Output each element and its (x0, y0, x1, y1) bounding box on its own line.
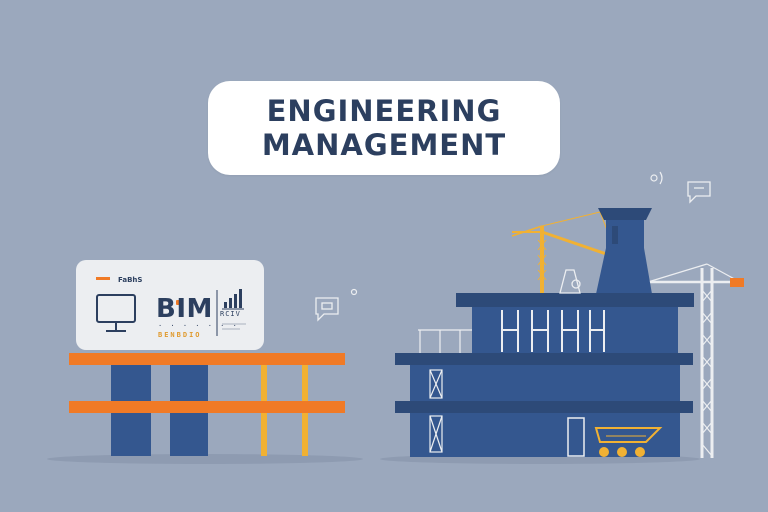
title-line-management: MANAGEMENT (261, 128, 507, 162)
orange-beam (69, 353, 345, 365)
title-line-engineering: ENGINEERING (266, 94, 502, 128)
bar-chart-icon (224, 289, 242, 308)
text-lines-icon (222, 323, 246, 330)
orange-beam (69, 401, 345, 413)
ground-shadow-left (47, 454, 363, 464)
sign-subtitle-2: BENBDIO (158, 331, 202, 339)
sign-artwork (96, 277, 246, 336)
monitor-icon (96, 294, 136, 332)
bim-sign (76, 260, 264, 350)
sign-brand: BIM (156, 294, 213, 324)
speech-bubble-icon (315, 297, 339, 322)
crane-icon (647, 263, 744, 458)
speech-bubble-icon (687, 181, 711, 204)
sign-code: RCIV (220, 310, 241, 318)
title-card: ENGINEERING MANAGEMENT (208, 81, 560, 175)
orange-dash-icon (96, 277, 110, 280)
building-icon (395, 208, 694, 457)
bim-accent (176, 300, 181, 305)
sign-small-label: FaBhS (118, 276, 143, 284)
doodle-icon (350, 171, 663, 296)
truck-icon (594, 427, 663, 457)
sign-subtitle-1: · · · · · · · (158, 322, 239, 330)
left-structure (69, 353, 345, 456)
